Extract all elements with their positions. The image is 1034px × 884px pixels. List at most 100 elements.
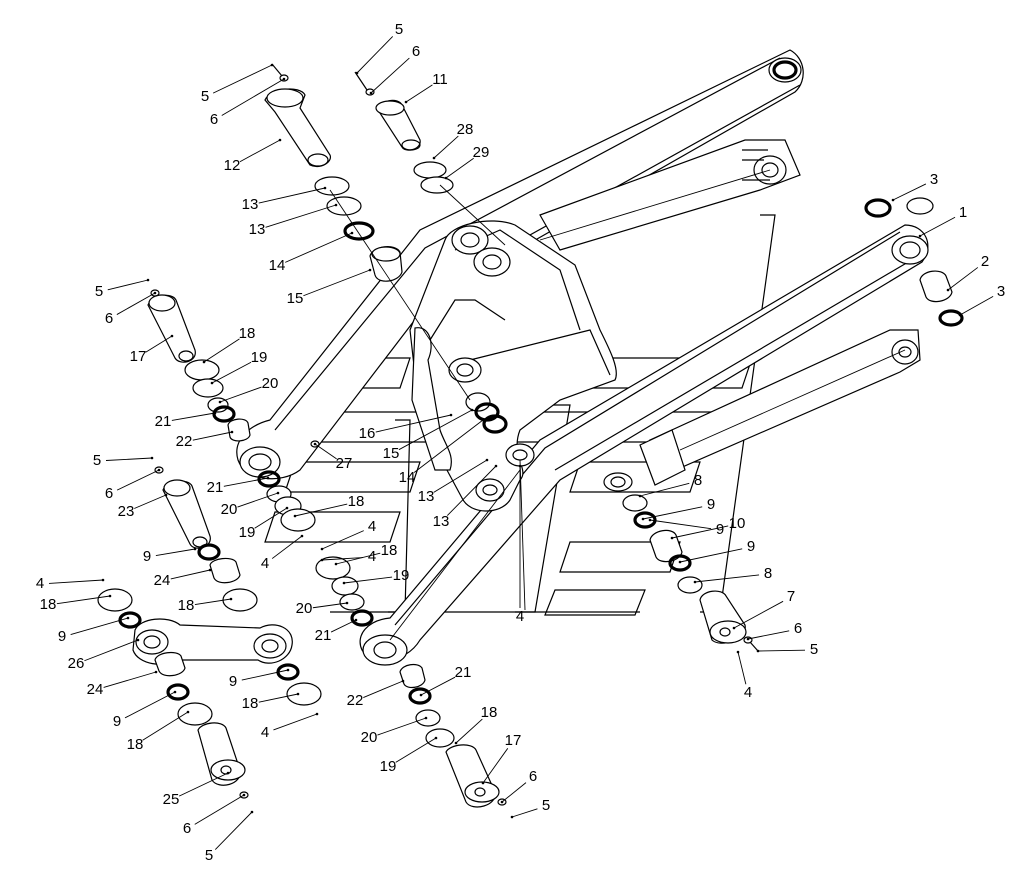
leader-line (501, 782, 527, 803)
part-number-label: 9 (143, 548, 151, 565)
part-number-label: 4 (36, 575, 44, 592)
leader-end-dot (518, 464, 522, 468)
leader-end-dot (732, 626, 736, 630)
leader-end-dot (320, 558, 324, 562)
leader-end-dot (641, 517, 645, 521)
leader-line (737, 651, 747, 685)
part-number-label: 13 (242, 196, 259, 213)
leader-line (405, 84, 433, 103)
leader-end-dot (320, 547, 324, 551)
leader-end-dot (334, 562, 338, 566)
leader-line (214, 811, 253, 850)
part-number-label: 4 (516, 608, 524, 625)
part-number-label: 3 (997, 283, 1005, 300)
leader-end-dot (494, 464, 498, 468)
part-number-label: 9 (113, 713, 121, 730)
leader-end-dot (210, 381, 214, 385)
leader-line (947, 267, 979, 291)
part-number-label: 6 (105, 310, 113, 327)
leader-line (171, 412, 216, 421)
leader-end-dot (756, 649, 760, 653)
leader-end-dot (485, 458, 489, 462)
leader-line (265, 204, 337, 228)
leader-end-dot (136, 638, 140, 642)
part-number-label: 6 (105, 485, 113, 502)
part-number-label: 6 (794, 620, 802, 637)
part-number-label: 26 (68, 655, 85, 672)
part-number-label: 18 (239, 325, 256, 342)
leader-line (642, 506, 703, 520)
leader-line (433, 135, 459, 159)
leader-line (511, 808, 538, 818)
leader-line (330, 619, 357, 633)
leader-line (639, 482, 690, 497)
part-number-label: 15 (287, 290, 304, 307)
leader-end-dot (218, 400, 222, 404)
part-number-label: 21 (155, 413, 172, 430)
leader-end-dot (296, 692, 300, 696)
part-number-label: 6 (210, 111, 218, 128)
leader-end-dot (208, 568, 212, 572)
pin-23-stack (97, 466, 322, 799)
leader-end-dot (150, 456, 154, 460)
leader-end-dot (449, 413, 453, 417)
leader-end-dot (213, 411, 217, 415)
leader-line (733, 600, 784, 629)
part-number-label: 13 (433, 513, 450, 530)
part-number-label: 8 (764, 565, 772, 582)
part-number-label: 6 (529, 768, 537, 785)
part-number-label: 4 (261, 724, 269, 741)
leader-line (892, 183, 927, 201)
leader-end-dot (342, 581, 346, 585)
leader-end-dot (230, 430, 234, 434)
part-number-label: 5 (810, 641, 818, 658)
leader-end-dot (500, 800, 504, 804)
leader-line (370, 57, 410, 94)
part-number-label: 14 (269, 257, 286, 274)
leader-line (375, 414, 452, 433)
leader-end-dot (293, 514, 297, 518)
part-number-label: 11 (432, 71, 448, 88)
part-number-label: 4 (261, 555, 269, 572)
leader-end-dot (229, 597, 233, 601)
part-number-label: 12 (224, 157, 241, 174)
leader-end-dot (678, 560, 682, 564)
leader-line (237, 492, 279, 508)
leader-end-dot (369, 91, 373, 95)
leader-line (105, 457, 153, 461)
leader-line (192, 431, 233, 441)
part-number-label: 5 (205, 847, 213, 864)
leader-line (959, 296, 994, 316)
part-number-label: 19 (393, 567, 410, 584)
leader-line (649, 519, 712, 530)
leader-line (103, 671, 157, 688)
leader-line (694, 574, 760, 583)
part-number-label: 19 (251, 349, 268, 366)
leader-line (194, 598, 232, 606)
leader-end-dot (278, 138, 282, 142)
part-number-label: 15 (383, 445, 400, 462)
leader-line (254, 507, 288, 529)
leader-end-dot (434, 736, 438, 740)
leader-line (170, 569, 211, 580)
center-left-ring-stacks (257, 470, 374, 627)
leader-line (203, 338, 240, 363)
part-number-label: 4 (744, 684, 752, 701)
center-pin-stack (465, 392, 508, 434)
leader-end-dot (481, 781, 485, 785)
leader-end-dot (157, 468, 161, 472)
leader-line (356, 36, 394, 74)
leader-line (343, 576, 393, 584)
part-number-label: 18 (348, 493, 365, 510)
leader-end-dot (404, 100, 408, 104)
leader-line (446, 465, 497, 516)
part-number-label: 14 (399, 469, 416, 486)
leader-line (420, 676, 456, 696)
part-number-label: 5 (93, 452, 101, 469)
leader-line (56, 595, 111, 605)
part-number-label: 2 (981, 253, 989, 270)
part-number-label: 13 (418, 488, 435, 505)
leader-end-dot (146, 278, 150, 282)
leader-end-dot (454, 741, 458, 745)
leader-line (312, 602, 348, 609)
